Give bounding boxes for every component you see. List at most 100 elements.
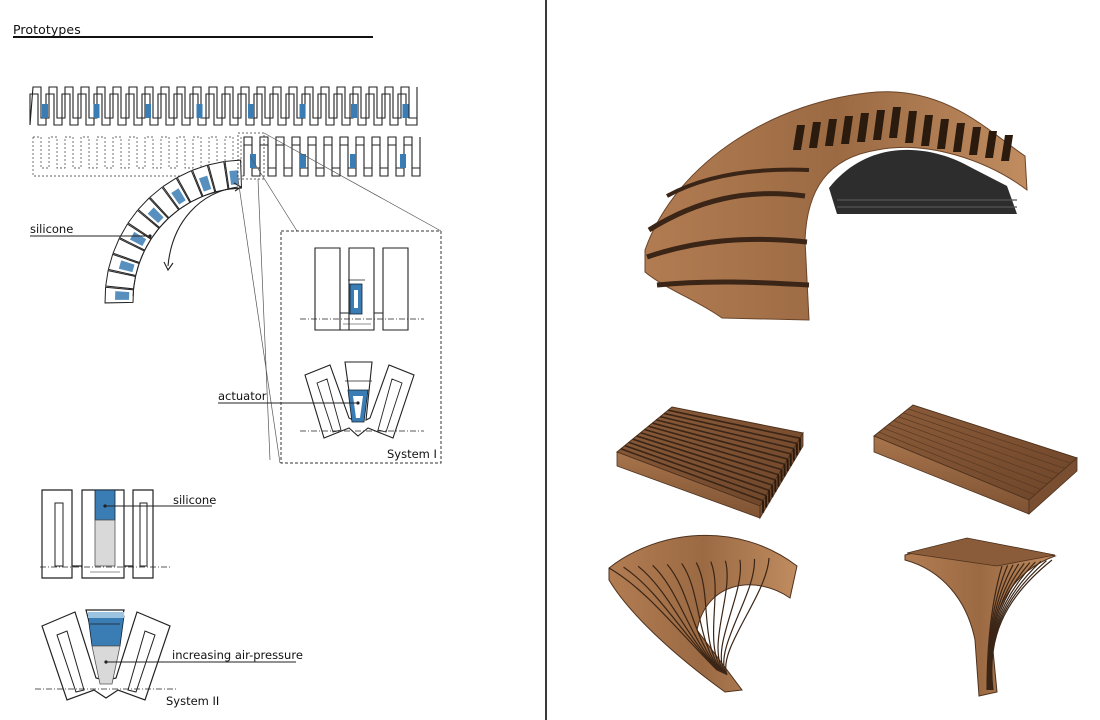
panel-slot (656, 419, 791, 455)
panel-board-line (878, 431, 1036, 496)
panel-board-line (908, 408, 1072, 464)
arch-slot (969, 127, 981, 155)
system-1-inner-slots (316, 378, 403, 433)
actuator-core (354, 290, 358, 308)
callout-line (263, 132, 442, 232)
arch-layer-line (647, 191, 806, 233)
curved-panel-slots (608, 557, 770, 676)
curved-panel-slot (725, 557, 770, 676)
panel-slot (644, 428, 782, 471)
curved-panel-lines (986, 559, 1053, 691)
flat-panel-solid (873, 404, 1078, 515)
arch-slots (793, 107, 1013, 161)
panel-board-lines (878, 408, 1072, 496)
panel-slot (636, 435, 776, 481)
actuator-core-bent (353, 396, 363, 418)
silicone-block (196, 104, 203, 118)
actuator-label: actuator (218, 389, 267, 403)
silicone-block (400, 154, 406, 168)
panel-slot (648, 425, 785, 466)
panel-slot-lines (620, 409, 801, 513)
arch-layer-line (646, 236, 808, 260)
silicone-block (402, 104, 409, 118)
system-2-label: System II (166, 694, 220, 708)
air-pressure-label: increasing air-pressure (172, 648, 303, 662)
page-divider (545, 0, 547, 720)
title-underline (13, 36, 373, 38)
page-title: Prototypes (13, 22, 81, 37)
curved-panel-slot (710, 561, 724, 674)
arch-slot (889, 107, 901, 138)
leader-dot (103, 504, 107, 508)
leader-dot (104, 660, 108, 664)
silicone-block (299, 104, 306, 118)
silicone-block-curved (129, 231, 147, 246)
arch-slot (809, 122, 821, 148)
curved-panel-slot (637, 565, 720, 672)
panel-slot (624, 444, 767, 497)
bending-arrow (167, 186, 239, 267)
arch-slot (905, 111, 917, 143)
silicone-block (93, 104, 100, 118)
arch-slot (857, 113, 869, 142)
silicone-block (42, 104, 48, 118)
silicone-block-curved (118, 260, 135, 273)
arch-slot (985, 131, 997, 158)
arch-underside (829, 149, 1017, 214)
arch-slot (937, 119, 949, 149)
leader-dot (148, 234, 152, 238)
arch-edge-lines (837, 199, 1017, 208)
silicone-block-curved (115, 291, 130, 300)
silicone-block (351, 104, 357, 118)
silicone-highlight (88, 612, 124, 618)
meander-strip-curved (104, 159, 242, 304)
panel-board-line (888, 424, 1048, 485)
curved-panel-slot (720, 559, 742, 675)
diagram-page: Prototypes (0, 0, 545, 720)
meander-strip-middle (243, 136, 421, 177)
system-1-label: System I (387, 447, 437, 461)
silicone-block-bent (87, 615, 125, 647)
silicone-block-curved (229, 170, 239, 185)
meander-strip-ghost (32, 136, 244, 177)
arch-slot (825, 119, 837, 146)
silicone-block-curved (198, 175, 212, 192)
silicone-blocks-middle (250, 154, 406, 168)
render-page (547, 0, 1100, 720)
panel-board-line (883, 427, 1042, 490)
silicone-block (248, 104, 254, 118)
flat-panel-slotted (616, 406, 804, 520)
panel-slot (667, 409, 801, 439)
arch-slot (1001, 135, 1013, 161)
panel-slot (632, 438, 773, 486)
curved-panel-slot (695, 562, 723, 674)
curved-panel-slot (681, 563, 723, 673)
curved-panel-slotted (608, 534, 798, 693)
air-chamber-system-2 (94, 519, 116, 567)
panel-board-line (893, 420, 1054, 480)
diagram-drawing (29, 86, 442, 701)
bending-arrow-head (163, 261, 174, 272)
panel-slot (628, 441, 770, 492)
panel-slot (663, 412, 798, 445)
bending-arrow-tail (233, 182, 243, 192)
curved-panel-slot (723, 558, 756, 675)
air-chamber-bent (91, 645, 121, 685)
system-2-inner-slot (54, 502, 64, 567)
detail-marker (237, 132, 265, 180)
panel-board-line (903, 412, 1066, 469)
silicone-block (300, 154, 306, 168)
render-illustrations (608, 91, 1078, 697)
silicone-label-bottom: silicone (173, 493, 217, 507)
panel-slot (640, 431, 779, 476)
arch-slot (953, 123, 965, 152)
arch-layer-line (666, 167, 810, 198)
silicone-blocks-top (42, 104, 409, 118)
leader-dot (356, 401, 360, 405)
arch-slot (793, 125, 805, 150)
curved-panel-slot (666, 563, 722, 673)
panel-board-line (898, 416, 1060, 475)
arch-layer-line (656, 279, 810, 288)
panel-slot (652, 422, 788, 460)
curved-inner-edge (132, 187, 236, 297)
